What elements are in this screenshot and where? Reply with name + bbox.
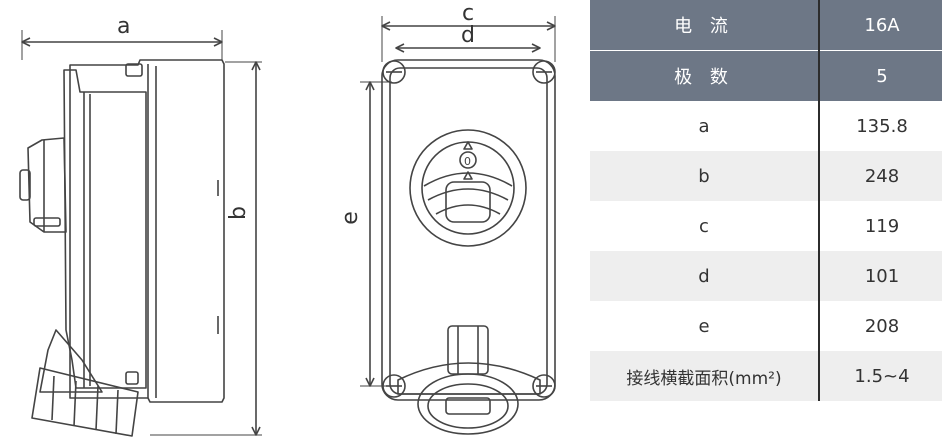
spec-label: c	[590, 201, 819, 251]
spec-value: 135.8	[818, 101, 942, 151]
front-view-drawing: 0	[360, 16, 556, 435]
table-row: d 101	[590, 251, 942, 301]
dimension-label-d: d	[461, 23, 475, 48]
dimension-label-c: c	[462, 1, 475, 26]
spec-value: 208	[818, 301, 942, 351]
spec-value: 248	[818, 151, 942, 201]
spec-label: b	[590, 151, 819, 201]
spec-label: d	[590, 251, 819, 301]
spec-label: 接线横截面积(mm²)	[590, 351, 819, 401]
spec-value: 1.5~4	[818, 351, 942, 401]
table-row: e 208	[590, 301, 942, 351]
table-row: b 248	[590, 151, 942, 201]
spec-value: 119	[818, 201, 942, 251]
spec-value: 5	[818, 50, 942, 101]
table-row: 极 数 5	[590, 50, 942, 101]
spec-label: e	[590, 301, 819, 351]
dimension-label-b: b	[225, 206, 251, 220]
table-row: 接线横截面积(mm²) 1.5~4	[590, 351, 942, 401]
table-row: a 135.8	[590, 101, 942, 151]
svg-text:0: 0	[464, 155, 471, 168]
spec-label: 极 数	[590, 50, 819, 101]
dimension-label-e: e	[337, 211, 363, 225]
spec-label: 电 流	[590, 0, 819, 51]
side-view-drawing	[19, 30, 262, 437]
spec-value: 101	[818, 251, 942, 301]
spec-label: a	[590, 101, 819, 151]
technical-drawings: 0 a b c d e	[19, 1, 556, 437]
spec-value: 16A	[818, 0, 942, 51]
table-row: 电 流 16A	[590, 0, 942, 51]
dimension-label-a: a	[117, 14, 131, 39]
table-row: c 119	[590, 201, 942, 251]
spec-table: 电 流 16A 极 数 5 a 135.8 b 248 c 119 d 101 …	[590, 0, 942, 401]
